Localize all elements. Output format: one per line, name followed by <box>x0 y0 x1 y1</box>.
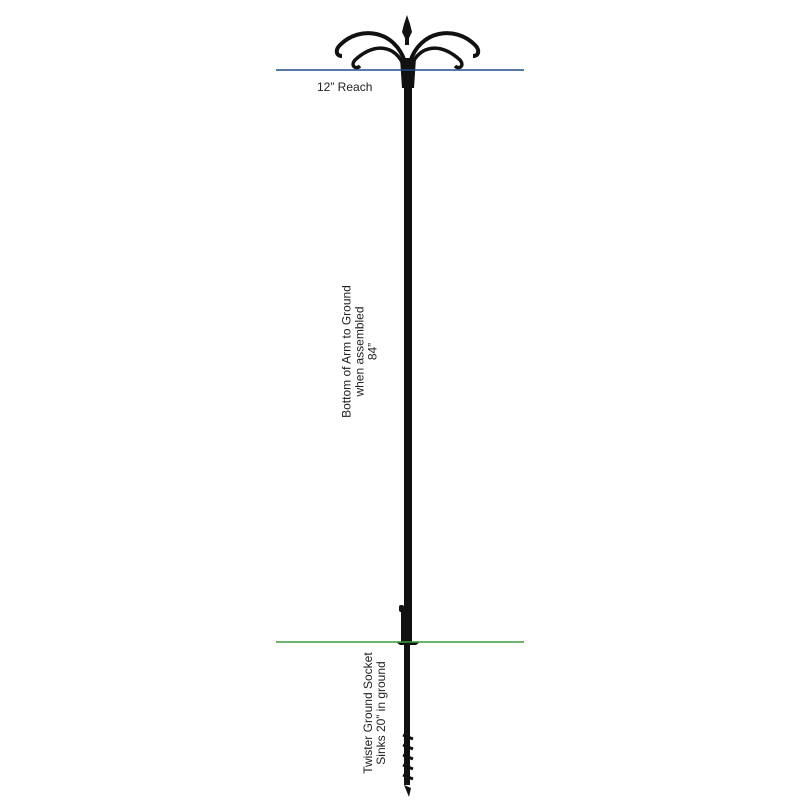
finial-icon <box>402 15 412 45</box>
ground-socket-line2: Sinks 20” in ground <box>374 661 388 765</box>
arm-to-ground-label: Bottom of Arm to Ground when assembled 8… <box>340 262 380 442</box>
pole-shaft <box>404 86 412 644</box>
arm-to-ground-line3: 84” <box>365 342 380 361</box>
ground-socket-label: Twister Ground Socket Sinks 20” in groun… <box>361 638 388 788</box>
reach-label: 12” Reach <box>317 80 373 94</box>
